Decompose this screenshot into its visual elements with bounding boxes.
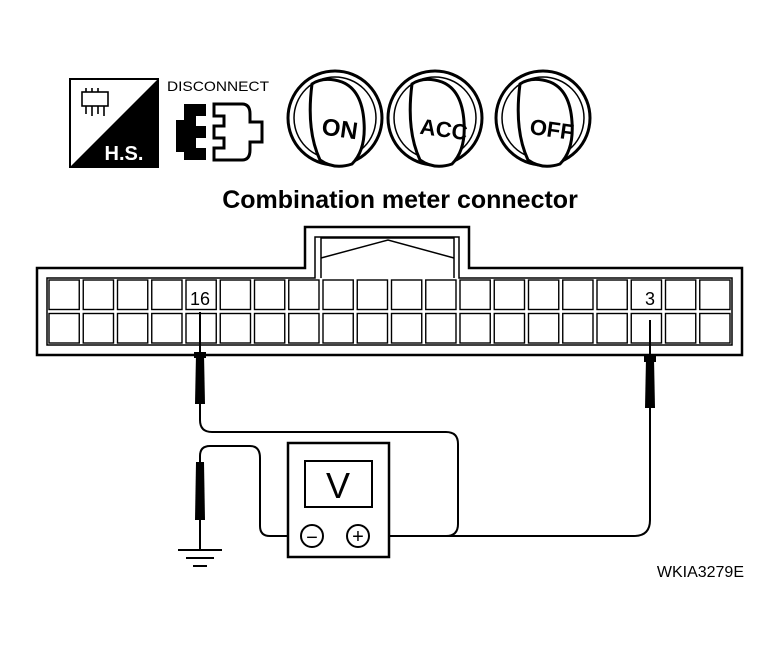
terminal-cell <box>48 312 80 344</box>
terminal-cell <box>562 312 594 344</box>
terminal-cell <box>288 279 320 311</box>
terminal-cell <box>493 312 526 344</box>
terminal-cell <box>82 312 115 344</box>
ground-symbol <box>178 549 222 567</box>
terminal-cell <box>562 279 594 311</box>
terminal-16-label: 16 <box>190 289 210 309</box>
terminal-cell <box>322 279 354 311</box>
connector-body <box>35 225 744 357</box>
terminal-cell <box>425 279 457 311</box>
terminal-cell <box>459 312 491 344</box>
terminal-cell <box>390 279 423 311</box>
terminal-cell <box>527 312 560 344</box>
ignition-on-label: ON <box>320 114 359 146</box>
disconnect-label: DISCONNECT <box>167 78 269 94</box>
probe-terminal-3 <box>644 320 656 408</box>
terminal-cell <box>151 312 183 344</box>
terminal-cell <box>288 312 320 344</box>
terminal-3-label: 3 <box>645 289 655 309</box>
ignition-off-icon: OFF <box>494 69 592 168</box>
terminal-cell <box>493 279 526 311</box>
harness-side-label: H.S. <box>105 143 144 165</box>
terminal-cell <box>82 279 115 311</box>
harness-side-icon: H.S. <box>69 78 159 168</box>
terminal-cell <box>151 279 183 311</box>
terminal-cell <box>322 312 354 344</box>
terminal-cell <box>630 279 663 311</box>
positive-terminal <box>346 524 370 548</box>
test-leads <box>199 404 651 537</box>
terminal-cell <box>699 279 731 311</box>
terminal-cell <box>356 279 389 311</box>
terminal-cell <box>664 312 697 344</box>
terminal-cell <box>459 279 491 311</box>
terminal-cell <box>356 312 389 344</box>
positive-terminal-sign: + <box>352 526 364 548</box>
negative-terminal-sign: − <box>306 527 318 549</box>
voltmeter-display: V <box>326 465 350 506</box>
terminal-grid <box>48 279 731 344</box>
terminal-cell <box>596 279 628 311</box>
disconnect-icon: DISCONNECT <box>167 78 269 162</box>
negative-terminal <box>300 524 324 548</box>
terminal-cell <box>425 312 457 344</box>
terminal-cell <box>664 279 697 311</box>
terminal-cell <box>219 312 252 344</box>
ignition-off-label: OFF <box>528 114 575 145</box>
terminal-cell <box>185 312 217 344</box>
terminal-cell <box>116 312 149 344</box>
terminal-cell <box>527 279 560 311</box>
terminal-cell <box>185 279 217 311</box>
terminal-cell <box>48 279 80 311</box>
terminal-cell <box>390 312 423 344</box>
terminal-cell <box>630 312 663 344</box>
diagram-title: Combination meter connector <box>222 186 578 214</box>
terminal-cell <box>253 279 286 311</box>
terminal-cell <box>699 312 731 344</box>
terminal-cell <box>116 279 149 311</box>
terminal-cell <box>596 312 628 344</box>
figure-id: WKIA3279E <box>657 564 744 581</box>
voltmeter: V − + <box>286 441 391 559</box>
ignition-on-icon: ON <box>286 69 384 168</box>
ignition-acc-icon: ACC <box>386 69 484 168</box>
terminal-cell <box>253 312 286 344</box>
probe-terminal-16 <box>194 312 206 404</box>
terminal-cell <box>219 279 252 311</box>
ground-probe <box>195 462 205 550</box>
